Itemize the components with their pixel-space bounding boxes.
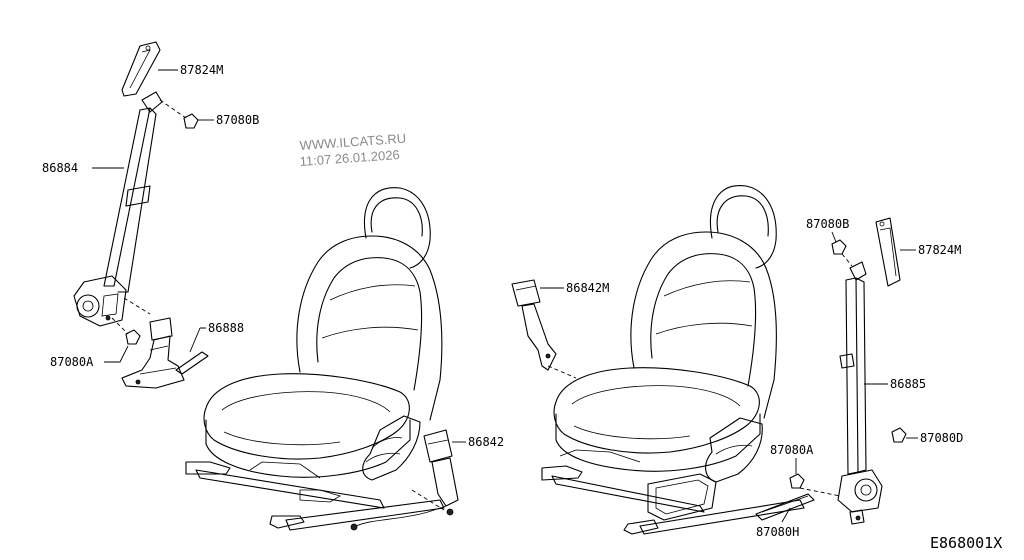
callout-87080a-right: 87080A bbox=[770, 443, 814, 457]
diagram-reference-code: E868001X bbox=[930, 534, 1002, 552]
callout-86842m: 86842M bbox=[566, 281, 609, 295]
right-seat bbox=[541, 185, 805, 535]
callout-87824m-right: 87824M bbox=[918, 243, 961, 257]
callout-87080a-left: 87080A bbox=[50, 355, 94, 369]
callout-86884: 86884 bbox=[42, 161, 78, 175]
left-seat bbox=[185, 187, 447, 531]
callout-86842: 86842 bbox=[468, 435, 504, 449]
buckle-86888 bbox=[121, 317, 209, 389]
callout-86885: 86885 bbox=[890, 377, 926, 391]
watermark-site: WWW.ILCATS.RU bbox=[299, 131, 406, 153]
callout-86888: 86888 bbox=[208, 321, 244, 335]
leader-lines bbox=[92, 69, 918, 523]
buckle-86842m bbox=[511, 279, 577, 379]
belt-86884 bbox=[73, 41, 199, 345]
callout-87080h: 87080H bbox=[756, 525, 799, 539]
callout-87080b-right: 87080B bbox=[806, 217, 849, 231]
buckle-86842 bbox=[411, 429, 459, 516]
callout-87824m-left: 87824M bbox=[180, 63, 223, 77]
belt-86885 bbox=[755, 217, 907, 525]
callout-87080b-left: 87080B bbox=[216, 113, 259, 127]
callout-87080d: 87080D bbox=[920, 431, 963, 445]
watermark-stamp: 11:07 26.01.2026 bbox=[299, 147, 400, 169]
